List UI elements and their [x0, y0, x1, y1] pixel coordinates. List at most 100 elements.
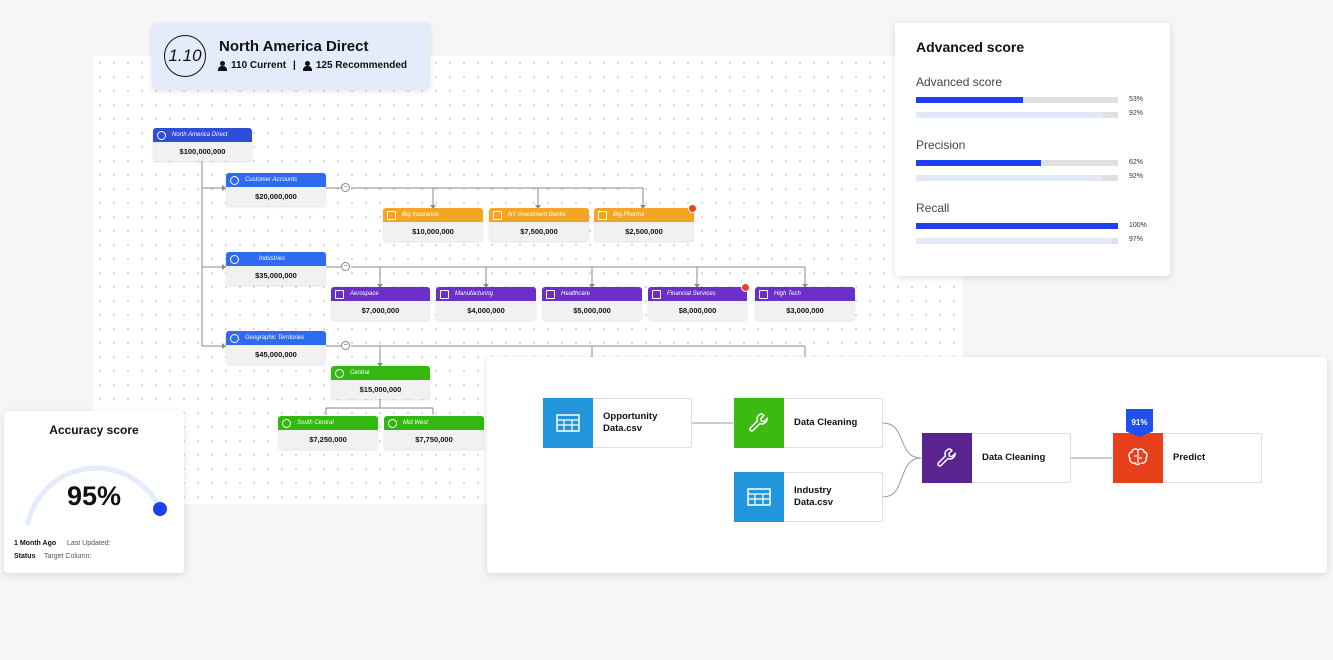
node-value: $2,500,000 [625, 227, 663, 236]
secondary-bar [916, 175, 1118, 181]
node-label: Data Cleaning [794, 417, 858, 428]
folder-icon [440, 289, 449, 299]
card-title: Advanced score [916, 39, 1025, 55]
gauge-track [25, 465, 163, 526]
globe-icon [282, 418, 291, 428]
bar-fill [916, 97, 1024, 103]
folder-icon [387, 210, 396, 220]
tree-node-big-pharma[interactable]: Big Pharma $2,500,000 [594, 204, 697, 241]
node-value: $35,000,000 [255, 271, 297, 280]
metric-precision: Precision 62% 92% [916, 138, 1156, 181]
node-label: South Central [297, 420, 334, 426]
node-value: $10,000,000 [412, 227, 454, 236]
metric-advanced-score: Advanced score 53% 92% [916, 75, 1156, 118]
node-label: North America Direct [172, 132, 228, 138]
node-label: Big Pharma [613, 212, 645, 218]
folder-icon [759, 289, 768, 299]
tree-node-high-tech[interactable]: High Tech $3,000,000 [755, 287, 855, 320]
tree-node-south-central[interactable]: South Central $7,250,000 [278, 416, 378, 449]
folder-icon [652, 289, 661, 299]
node-label-line1: Industry [794, 485, 832, 496]
metric-label: Recall [916, 201, 950, 215]
secondary-pct: 92% [1129, 110, 1144, 117]
node-value: $100,000,000 [179, 147, 226, 156]
node-label: Geographic Territories [245, 335, 305, 341]
node-label: Data Cleaning [982, 452, 1046, 463]
bar-fill [916, 160, 1042, 166]
folder-icon [598, 210, 607, 220]
tree-node-industries[interactable]: Industries $35,000,000 [226, 252, 326, 285]
metric-label: Precision [916, 138, 966, 152]
tree-node-central[interactable]: Central $15,000,000 [331, 366, 430, 399]
tree-node-ny-investment-banks[interactable]: NY Investment Banks $7,500,000 [489, 208, 589, 241]
table-icon [543, 397, 593, 448]
collapse-toggle[interactable]: − [341, 341, 350, 350]
person-icon [302, 60, 312, 71]
wrench-icon [922, 432, 972, 483]
tree-node-customer-accounts[interactable]: Customer Accounts $20,000,000 [226, 173, 326, 206]
node-value: $4,000,000 [467, 306, 505, 315]
accuracy-score-card: Accuracy score 95% 1 Month Ago Last Upda… [4, 411, 184, 573]
wrench-icon [734, 397, 784, 448]
person-icon [218, 60, 227, 71]
status-label: Status [14, 553, 36, 560]
primary-bar [916, 160, 1118, 166]
tree-node-geographic-territories[interactable]: Geographic Territories $45,000,000 [226, 331, 326, 364]
tree-node-aerospace[interactable]: Aerospace $7,000,000 [331, 287, 430, 320]
node-label: Aerospace [350, 291, 379, 297]
gear-icon [230, 254, 239, 264]
node-label-line2: Data.csv [794, 497, 834, 508]
alert-pin-icon [741, 283, 750, 292]
node-value: $45,000,000 [255, 350, 297, 359]
node-label: NY Investment Banks [508, 212, 566, 218]
pipeline-node-data-cleaning[interactable]: Data Cleaning [734, 397, 883, 448]
predict-score-badge: 91% [1126, 409, 1153, 437]
node-value: $5,000,000 [573, 306, 611, 315]
segment-title: North America Direct [219, 38, 369, 55]
node-value: $7,250,000 [309, 435, 347, 444]
tree-node-root[interactable]: North America Direct $100,000,000 [153, 128, 252, 161]
node-value: $7,500,000 [520, 227, 558, 236]
tree-node-manufacturing[interactable]: Manufacturing $4,000,000 [436, 287, 536, 320]
collapse-toggle[interactable]: − [341, 262, 350, 271]
tree-node-big-insurance[interactable]: Big Insurance $10,000,000 [383, 208, 483, 241]
table-icon [734, 471, 784, 522]
node-label: Customer Accounts [245, 177, 298, 183]
version-badge: 1.10 [164, 35, 206, 77]
tree-node-financial-services[interactable]: Financial Services $8,000,000 [648, 283, 750, 320]
node-label: Industries [259, 256, 286, 262]
accuracy-gauge [25, 465, 167, 526]
folder-icon [546, 289, 555, 299]
pipeline-node-predict[interactable]: Predict [1113, 432, 1262, 483]
secondary-pct: 92% [1129, 173, 1144, 180]
node-label: Predict [1173, 452, 1206, 463]
advanced-score-card: Advanced score Advanced score 53% 92% Pr… [895, 23, 1170, 276]
primary-pct: 100% [1129, 222, 1147, 229]
tree-node-mid-west[interactable]: Mid West $7,750,000 [384, 416, 484, 449]
node-label: High Tech [774, 291, 801, 297]
primary-bar [916, 223, 1118, 229]
updated-ago: 1 Month Ago [14, 540, 57, 547]
secondary-pct: 97% [1129, 236, 1144, 243]
tree-node-healthcare[interactable]: Healthcare $5,000,000 [542, 287, 642, 320]
collapse-toggle[interactable]: − [341, 183, 350, 192]
node-label-line1: Opportunity [603, 411, 658, 422]
recommended-count: 125 Recommended [315, 60, 407, 71]
target-column-label: Target Column: [44, 553, 92, 560]
bar-fill [916, 175, 1102, 181]
node-value: $7,750,000 [415, 435, 453, 444]
brain-icon [1113, 432, 1163, 483]
node-label: Mid West [403, 420, 428, 426]
node-value: $7,000,000 [361, 306, 400, 315]
gear-icon [230, 333, 239, 343]
secondary-bar [916, 238, 1118, 244]
accuracy-value: 95% [66, 481, 122, 511]
pipeline-node-data-cleaning-merged[interactable]: Data Cleaning [922, 432, 1071, 483]
folder-icon [493, 210, 502, 220]
segment-header-card[interactable]: 1.10 North America Direct 110 Current | … [152, 23, 430, 89]
node-value: $20,000,000 [255, 192, 297, 201]
globe-icon [388, 418, 397, 428]
